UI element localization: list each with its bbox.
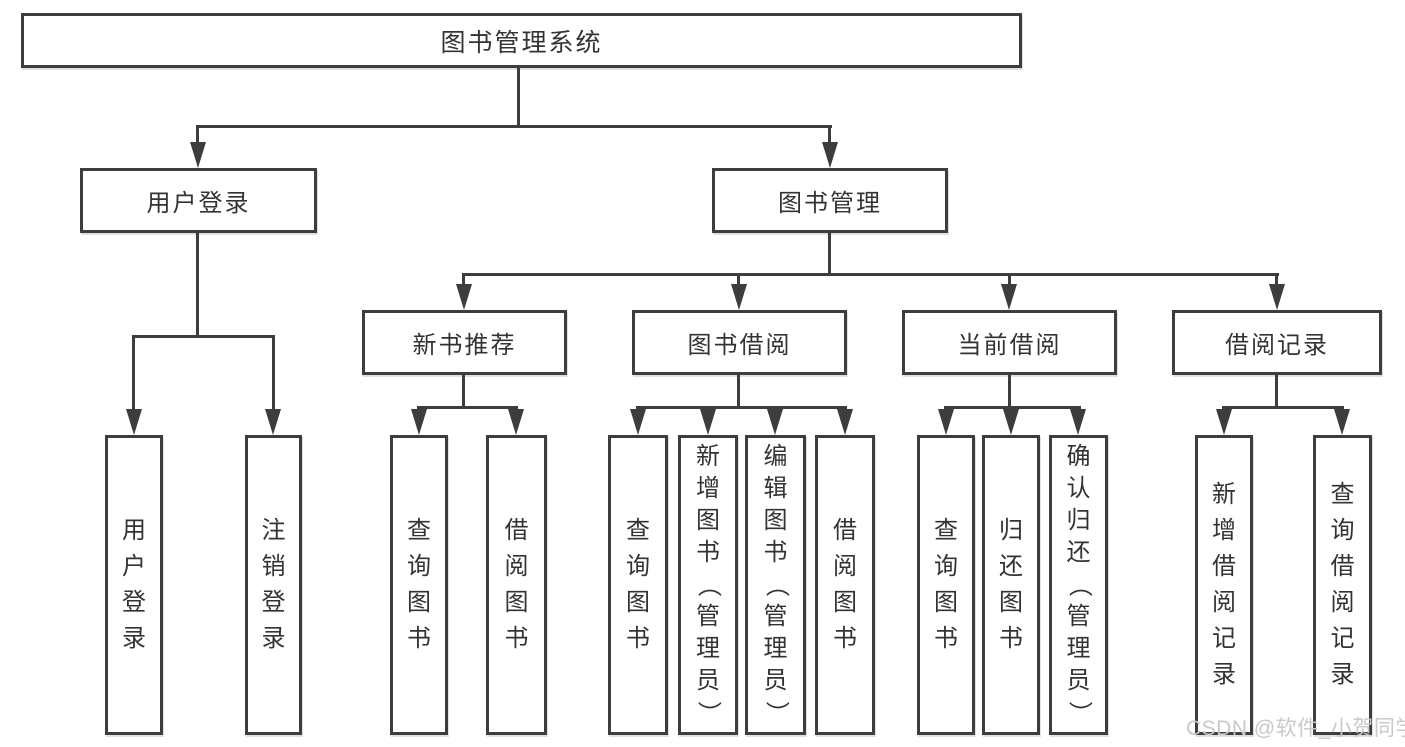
connector-book-management-stem bbox=[828, 233, 831, 273]
node-root-label: 图书管理系统 bbox=[440, 28, 603, 57]
node-book-borrow: 图书借阅 bbox=[632, 310, 847, 375]
arrow-down-book-management bbox=[822, 142, 838, 168]
arrow-down-return-books bbox=[1003, 409, 1019, 435]
arrow-down-borrow-books-borrow bbox=[837, 409, 853, 435]
node-current-borrow: 当前借阅 bbox=[902, 310, 1117, 375]
node-root: 图书管理系统 bbox=[21, 13, 1022, 68]
node-book-management-label: 图书管理 bbox=[778, 190, 882, 217]
connector-drop-user-login bbox=[196, 128, 199, 150]
arrow-down-leaf-logout bbox=[265, 409, 281, 435]
leaf-query-books-current-label: 查询图书 bbox=[934, 517, 958, 652]
node-current-borrow-label: 当前借阅 bbox=[957, 332, 1062, 359]
leaf-edit-books-admin: 编辑图书（管理员） bbox=[745, 435, 806, 735]
connector-user-login-bar bbox=[132, 335, 275, 338]
arrow-down-query-books-current bbox=[938, 409, 954, 435]
leaf-user-login-label: 用户登录 bbox=[122, 517, 146, 652]
connector-drop-current-borrow bbox=[1008, 276, 1011, 286]
connector-current-stem bbox=[1008, 375, 1011, 406]
arrow-down-add-books-admin bbox=[700, 409, 716, 435]
arrow-down-edit-books-admin bbox=[767, 409, 783, 435]
connector-drop-leaf-logout bbox=[272, 338, 275, 410]
connector-records-bar bbox=[1222, 406, 1344, 409]
connector-recommend-bar bbox=[417, 406, 518, 409]
leaf-query-books-current: 查询图书 bbox=[917, 435, 975, 735]
leaf-user-login: 用户登录 bbox=[105, 435, 163, 735]
arrow-down-borrow-records bbox=[1269, 284, 1285, 310]
node-book-management: 图书管理 bbox=[712, 168, 948, 233]
leaf-query-books-recommend: 查询图书 bbox=[390, 435, 448, 735]
connector-drop-new-book-recommend bbox=[462, 276, 465, 286]
connector-root-stem bbox=[517, 68, 520, 125]
leaf-add-books-admin: 新增图书（管理员） bbox=[678, 435, 738, 735]
arrow-down-new-book-recommend bbox=[456, 284, 472, 310]
leaf-query-books-borrow: 查询图书 bbox=[608, 435, 668, 735]
leaf-logout: 注销登录 bbox=[245, 435, 302, 735]
leaf-return-books-label: 归还图书 bbox=[999, 517, 1023, 652]
leaf-confirm-return-admin: 确认归还（管理员） bbox=[1049, 435, 1108, 735]
leaf-query-borrow-record-label: 查询借阅记录 bbox=[1330, 481, 1355, 688]
leaf-borrow-books-borrow: 借阅图书 bbox=[815, 435, 875, 735]
leaf-return-books: 归还图书 bbox=[982, 435, 1040, 735]
connector-borrow-stem bbox=[737, 375, 740, 406]
node-user-login-label: 用户登录 bbox=[146, 190, 251, 217]
node-new-book-recommend: 新书推荐 bbox=[362, 310, 567, 375]
connector-level2-bar bbox=[462, 273, 1279, 276]
leaf-add-borrow-record: 新增借阅记录 bbox=[1195, 435, 1253, 735]
node-new-book-recommend-label: 新书推荐 bbox=[412, 332, 517, 359]
arrow-down-query-books-recommend bbox=[411, 409, 427, 435]
arrow-down-leaf-user-login bbox=[126, 409, 142, 435]
leaf-borrow-books-recommend: 借阅图书 bbox=[486, 435, 547, 735]
node-borrow-records: 借阅记录 bbox=[1172, 310, 1382, 375]
watermark: CSDN @软件_小贺同学 bbox=[1186, 717, 1405, 740]
connector-borrow-bar bbox=[636, 406, 847, 409]
leaf-add-books-admin-label: 新增图书（管理员） bbox=[695, 443, 722, 725]
arrow-down-borrow-books-recommend bbox=[508, 409, 524, 435]
leaf-query-books-recommend-label: 查询图书 bbox=[407, 517, 431, 652]
connector-current-bar bbox=[944, 406, 1081, 409]
leaf-borrow-books-recommend-label: 借阅图书 bbox=[504, 517, 529, 652]
node-user-login: 用户登录 bbox=[80, 168, 317, 233]
leaf-confirm-return-admin-label: 确认归还（管理员） bbox=[1065, 443, 1093, 725]
connector-recommend-stem bbox=[462, 375, 465, 406]
node-book-borrow-label: 图书借阅 bbox=[687, 332, 792, 359]
leaf-query-borrow-record: 查询借阅记录 bbox=[1313, 435, 1372, 735]
arrow-down-user-login bbox=[190, 142, 206, 168]
arrow-down-book-borrow bbox=[731, 284, 747, 310]
arrow-down-current-borrow bbox=[1001, 284, 1017, 310]
leaf-query-books-borrow-label: 查询图书 bbox=[626, 517, 650, 652]
node-borrow-records-label: 借阅记录 bbox=[1225, 332, 1329, 359]
connector-level1-bar bbox=[196, 125, 832, 128]
arrow-down-query-borrow-record bbox=[1334, 409, 1350, 435]
connector-user-login-stem bbox=[196, 233, 199, 335]
leaf-add-borrow-record-label: 新增借阅记录 bbox=[1212, 481, 1236, 688]
arrow-down-confirm-return-admin bbox=[1070, 409, 1086, 435]
leaf-borrow-books-borrow-label: 借阅图书 bbox=[833, 517, 857, 652]
connector-drop-leaf-user-login bbox=[132, 338, 135, 410]
leaf-logout-label: 注销登录 bbox=[261, 517, 286, 652]
connector-drop-book-borrow bbox=[737, 276, 740, 286]
leaf-edit-books-admin-label: 编辑图书（管理员） bbox=[762, 443, 790, 725]
connector-records-stem bbox=[1275, 375, 1278, 406]
connector-drop-book-management bbox=[828, 128, 831, 150]
arrow-down-query-books-borrow bbox=[630, 409, 646, 435]
arrow-down-add-borrow-record bbox=[1216, 409, 1232, 435]
connector-drop-borrow-records bbox=[1275, 276, 1278, 286]
